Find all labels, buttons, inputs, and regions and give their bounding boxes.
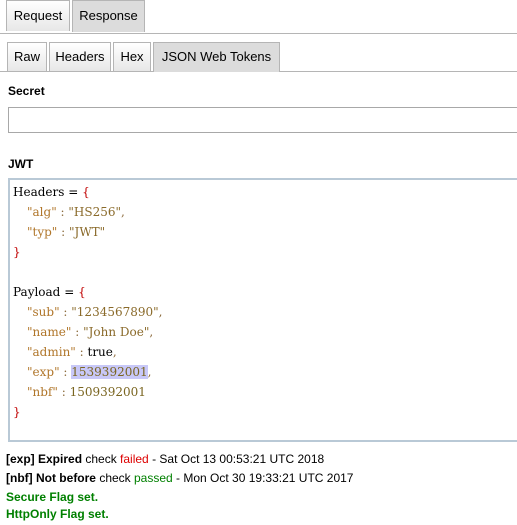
open-brace: { [78, 285, 86, 299]
headers-open-line: Headers = { [13, 182, 90, 202]
json-sep: : [57, 385, 70, 399]
jwt-label: JWT [8, 157, 34, 171]
headers-close-line: } [13, 242, 21, 262]
json-key: "admin" [27, 345, 76, 359]
json-value: "HS256" [68, 205, 122, 219]
check-status-failed: failed [120, 452, 149, 466]
json-field: "typ" : "JWT" [13, 222, 105, 242]
httponly-flag-text: HttpOnly Flag set. [6, 507, 109, 521]
tab-response[interactable]: Response [72, 0, 145, 32]
payload-name: Payload [13, 285, 61, 299]
top-tab-bar: Request Response [0, 0, 517, 34]
secret-label: Secret [8, 84, 45, 98]
tab-headers[interactable]: Headers [49, 42, 111, 71]
json-comma: , [149, 325, 154, 339]
json-field: "name" : "John Doe", [13, 322, 153, 342]
sub-tab-bar: Raw Headers Hex JSON Web Tokens [0, 40, 517, 72]
json-sep: : [75, 345, 88, 359]
json-comma: , [112, 345, 117, 359]
json-field: "sub" : "1234567890", [13, 302, 163, 322]
close-brace: } [13, 245, 21, 259]
json-field: "exp" : 1539392001, [13, 362, 151, 382]
json-value: "John Doe" [83, 325, 150, 339]
check-tag: [exp] Expired [6, 452, 83, 466]
json-sep: : [57, 225, 69, 239]
check-tag: [nbf] Not before [6, 471, 96, 485]
json-key: "exp" [27, 365, 60, 379]
check-word: check [82, 452, 121, 466]
json-sep: : [56, 205, 69, 219]
json-sep: : [59, 365, 72, 379]
tab-json-web-tokens[interactable]: JSON Web Tokens [153, 42, 280, 72]
json-value: "1234567890" [71, 305, 159, 319]
json-sep: : [71, 325, 84, 339]
headers-name: Headers [13, 185, 65, 199]
json-key: "name" [27, 325, 72, 339]
secure-flag-text: Secure Flag set. [6, 490, 99, 504]
tab-raw[interactable]: Raw [7, 42, 47, 71]
json-value: 1509392001 [69, 385, 146, 399]
json-field: "admin" : true, [13, 342, 117, 362]
open-brace: { [82, 185, 90, 199]
exp-check-line: [exp] Expired check failed - Sat Oct 13 … [6, 452, 324, 466]
json-field: "nbf" : 1509392001 [13, 382, 146, 402]
check-date: - Mon Oct 30 19:33:21 UTC 2017 [172, 471, 354, 485]
payload-close-line: } [13, 402, 21, 422]
json-sep: : [59, 305, 72, 319]
json-field: "alg" : "HS256", [13, 202, 125, 222]
json-key: "alg" [27, 205, 57, 219]
check-word: check [95, 471, 134, 485]
json-key: "nbf" [27, 385, 58, 399]
json-key: "typ" [27, 225, 58, 239]
tab-request[interactable]: Request [6, 0, 70, 31]
assign-op: = [60, 285, 79, 299]
json-comma: , [147, 365, 152, 379]
nbf-check-line: [nbf] Not before check passed - Mon Oct … [6, 471, 353, 485]
json-comma: , [158, 305, 163, 319]
jwt-editor[interactable]: Headers = { "alg" : "HS256", "typ" : "JW… [8, 178, 517, 442]
check-date: - Sat Oct 13 00:53:21 UTC 2018 [148, 452, 325, 466]
json-comma: , [121, 205, 125, 219]
secret-input[interactable] [8, 107, 517, 133]
assign-op: = [64, 185, 83, 199]
json-value: true [87, 345, 113, 359]
json-key: "sub" [27, 305, 60, 319]
payload-open-line: Payload = { [13, 282, 86, 302]
tab-hex[interactable]: Hex [113, 42, 151, 71]
json-value: "JWT" [69, 225, 106, 239]
exp-value-selected: 1539392001 [71, 365, 148, 379]
close-brace: } [13, 405, 21, 419]
check-status-passed: passed [134, 471, 173, 485]
